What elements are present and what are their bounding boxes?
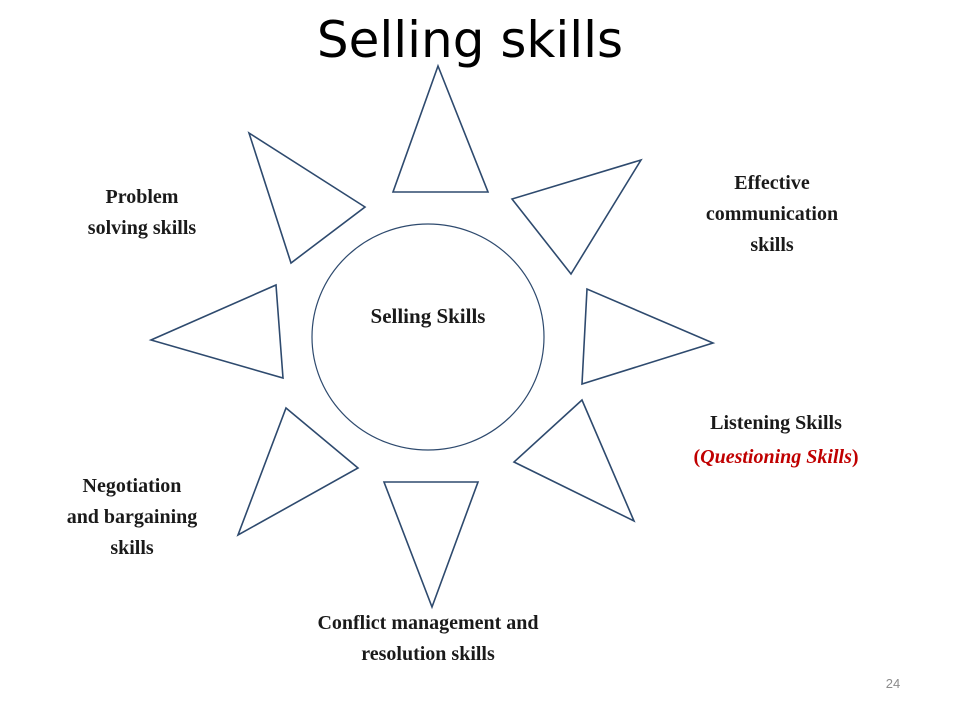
page-number: 24 (885, 676, 901, 691)
triangle-bottom-left (236, 406, 360, 537)
label-listening: Listening Skills (Questioning Skills) (666, 408, 886, 473)
center-circle (311, 223, 545, 451)
label-line: Problem (105, 186, 179, 208)
label-line: skills (750, 234, 794, 256)
label-conflict: Conflict management and resolution skill… (248, 608, 608, 670)
label-questioning: (Questioning Skills) (691, 442, 861, 473)
center-label: Selling Skills (370, 304, 486, 328)
triangle-right (581, 287, 716, 386)
label-line: resolution skills (361, 643, 495, 665)
label-line: skills (110, 537, 154, 559)
triangle-top-left (247, 131, 367, 265)
triangle-bottom-right (512, 398, 636, 523)
label-negotiation: Negotiation and bargaining skills (32, 471, 232, 564)
label-line: Conflict management and (317, 612, 539, 634)
paren-open: ( (693, 446, 701, 468)
label-problem-solving: Problem solving skills (52, 182, 232, 244)
triangle-left (148, 283, 284, 380)
label-line: Effective (734, 172, 810, 194)
triangle-bottom (382, 481, 480, 610)
paren-close: ) (851, 446, 859, 468)
triangle-top-right (510, 158, 643, 276)
label-line: Listening Skills (710, 412, 842, 434)
label-effective-communication: Effective communication skills (662, 168, 882, 261)
slide-title: Selling skills (316, 11, 624, 69)
label-line: solving skills (87, 217, 197, 239)
label-line: and bargaining (66, 506, 198, 528)
label-line: communication (705, 203, 839, 225)
triangle-top (391, 63, 490, 193)
label-line: Negotiation (82, 475, 182, 497)
questioning-text: Questioning Skills (700, 446, 852, 468)
